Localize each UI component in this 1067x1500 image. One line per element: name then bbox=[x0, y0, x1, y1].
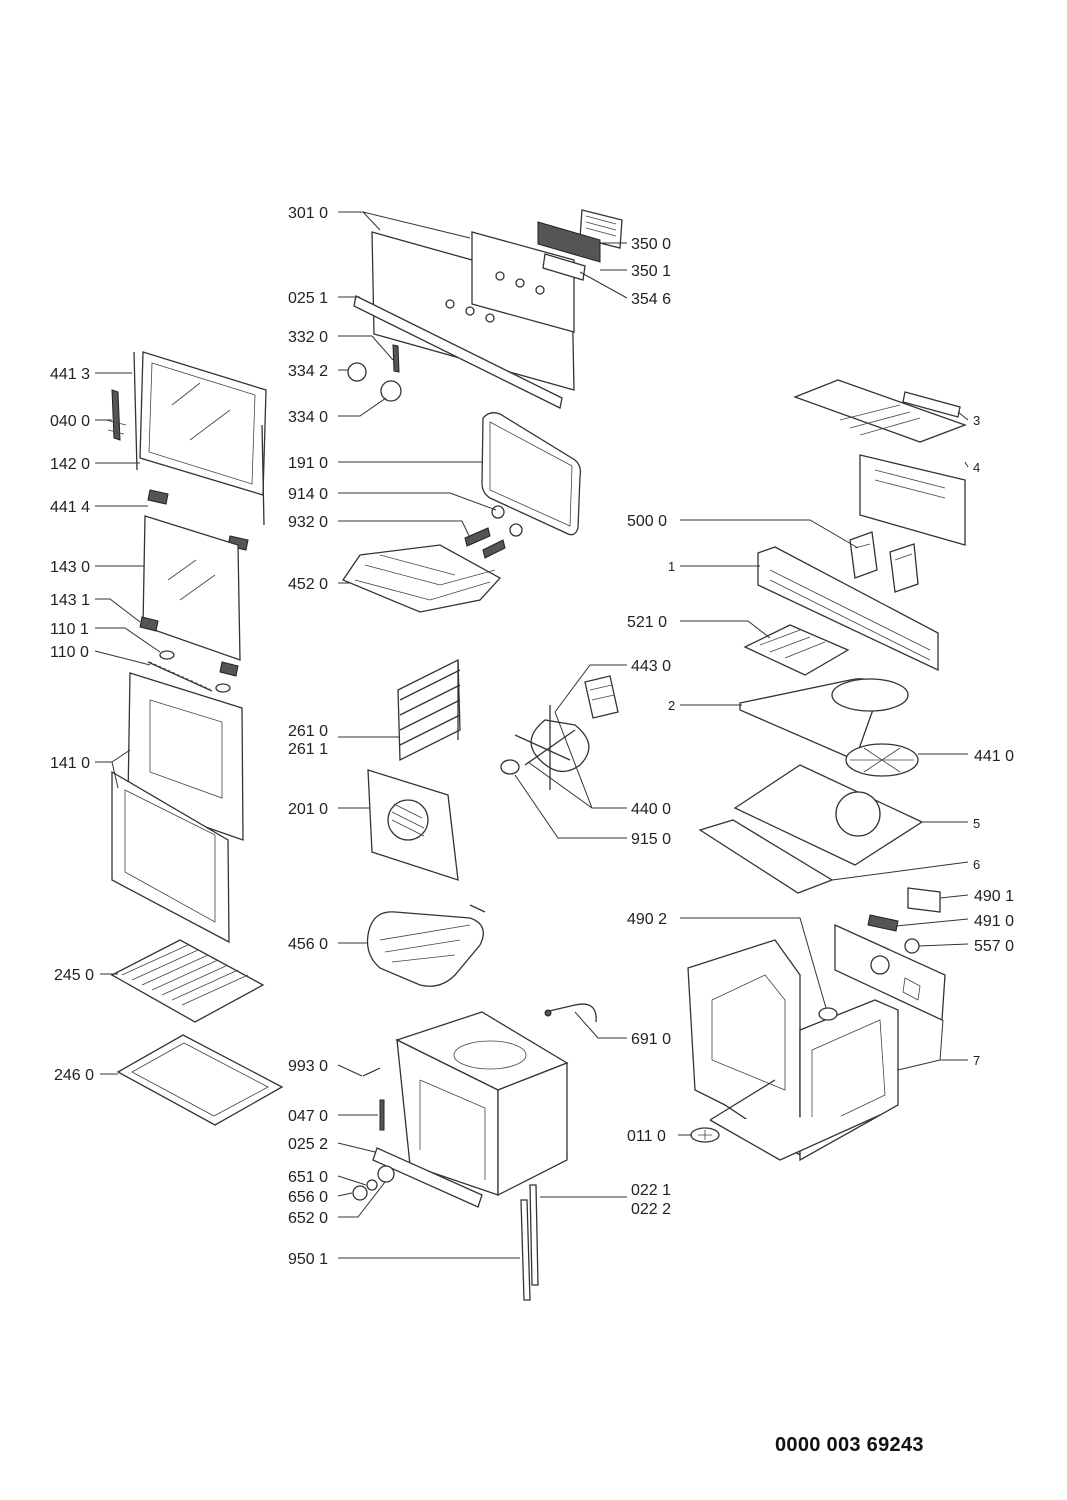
label-490-2: 490 2 bbox=[627, 911, 667, 928]
label-950-1: 950 1 bbox=[288, 1251, 328, 1268]
wire-shelf-part bbox=[110, 939, 265, 1023]
knob-part bbox=[347, 344, 402, 402]
label-491-0: 491 0 bbox=[974, 913, 1014, 930]
label-332-0: 332 0 bbox=[288, 329, 328, 346]
label-441-0: 441 0 bbox=[974, 748, 1014, 765]
glass-support-part bbox=[139, 616, 239, 693]
label-022-2: 022 2 bbox=[631, 1201, 671, 1218]
label-141-0: 141 0 bbox=[50, 755, 90, 772]
grill-element-part bbox=[342, 544, 502, 613]
shelf-rails-part bbox=[397, 658, 461, 762]
relay-module-part bbox=[849, 531, 919, 593]
label-047-0: 047 0 bbox=[288, 1108, 328, 1125]
leader-lines bbox=[94, 211, 969, 1259]
label-5: 5 bbox=[973, 816, 980, 831]
label-143-1: 143 1 bbox=[50, 592, 90, 609]
fan-cover-part bbox=[367, 769, 459, 881]
door-hinge-part bbox=[105, 389, 127, 441]
control-board-part bbox=[743, 624, 850, 676]
rear-panel-part bbox=[834, 923, 946, 1021]
display-module-part bbox=[537, 209, 623, 281]
door-seal-part bbox=[481, 412, 582, 536]
baking-tray-part bbox=[116, 1034, 284, 1126]
label-3: 3 bbox=[973, 413, 980, 428]
label-651-0: 651 0 bbox=[288, 1169, 328, 1186]
label-4: 4 bbox=[973, 460, 980, 475]
label-441-3: 441 3 bbox=[50, 366, 90, 383]
label-354-6: 354 6 bbox=[631, 291, 671, 308]
label-6: 6 bbox=[973, 857, 980, 872]
cooling-fan-part bbox=[845, 743, 919, 777]
terminal-blocks-part bbox=[690, 887, 941, 1143]
inner-glass-part bbox=[142, 515, 241, 661]
door-handle-part bbox=[147, 661, 213, 692]
label-261-1: 261 1 bbox=[288, 741, 328, 758]
label-334-2: 334 2 bbox=[288, 363, 328, 380]
label-334-0: 334 0 bbox=[288, 409, 328, 426]
lower-heating-element-part bbox=[366, 904, 486, 987]
cooling-duct-part bbox=[739, 678, 909, 761]
side-rail-part bbox=[520, 1184, 539, 1301]
label-443-0: 443 0 bbox=[631, 658, 671, 675]
thermostat-probe-part bbox=[544, 1003, 597, 1023]
label-245-0: 245 0 bbox=[54, 967, 94, 984]
label-350-1: 350 1 bbox=[631, 263, 671, 280]
label-142-0: 142 0 bbox=[50, 456, 90, 473]
fan-nuts-part bbox=[464, 505, 523, 559]
label-011-0: 011 0 bbox=[627, 1128, 666, 1145]
fan-motor-part bbox=[500, 675, 619, 790]
label-1: 1 bbox=[668, 559, 675, 574]
small-fittings-part bbox=[352, 1067, 395, 1201]
cavity-front-frame-part bbox=[372, 1147, 483, 1208]
label-350-0: 350 0 bbox=[631, 236, 671, 253]
label-914-0: 914 0 bbox=[288, 486, 328, 503]
label-993-0: 993 0 bbox=[288, 1058, 328, 1075]
label-932-0: 932 0 bbox=[288, 514, 328, 531]
label-025-2: 025 2 bbox=[288, 1136, 328, 1153]
outer-door-glass-part bbox=[111, 672, 244, 944]
label-440-0: 440 0 bbox=[631, 801, 671, 818]
front-frame-part bbox=[757, 546, 939, 672]
label-691-0: 691 0 bbox=[631, 1031, 671, 1048]
label-441-4: 441 4 bbox=[50, 499, 90, 516]
label-301-0: 301 0 bbox=[288, 205, 328, 222]
label-025-1: 025 1 bbox=[288, 290, 328, 307]
label-456-0: 456 0 bbox=[288, 936, 328, 953]
label-246-0: 246 0 bbox=[54, 1067, 94, 1084]
label-500-0: 500 0 bbox=[627, 513, 667, 530]
label-915-0: 915 0 bbox=[631, 831, 671, 848]
document-number: 0000 003 69243 bbox=[775, 1434, 924, 1456]
oven-cavity-part bbox=[395, 1011, 569, 1197]
label-022-1: 022 1 bbox=[631, 1182, 671, 1199]
label-652-0: 652 0 bbox=[288, 1210, 328, 1227]
part-number-labels: 301 0 350 0 350 1 354 6 025 1 332 0 334 … bbox=[50, 205, 1014, 1268]
label-110-1: 110 1 bbox=[50, 621, 89, 638]
label-452-0: 452 0 bbox=[288, 576, 328, 593]
label-110-0: 110 0 bbox=[50, 644, 89, 661]
outer-casing-part bbox=[687, 939, 899, 1162]
top-panel-part bbox=[793, 379, 967, 546]
label-7: 7 bbox=[973, 1053, 980, 1068]
label-656-0: 656 0 bbox=[288, 1189, 328, 1206]
label-191-0: 191 0 bbox=[288, 455, 328, 472]
outer-door-frame-part bbox=[133, 351, 267, 526]
label-261-0: 261 0 bbox=[288, 723, 328, 740]
label-490-1: 490 1 bbox=[974, 888, 1014, 905]
label-040-0: 040 0 bbox=[50, 413, 90, 430]
label-201-0: 201 0 bbox=[288, 801, 328, 818]
label-2: 2 bbox=[668, 698, 675, 713]
label-143-0: 143 0 bbox=[50, 559, 90, 576]
label-557-0: 557 0 bbox=[974, 938, 1014, 955]
label-521-0: 521 0 bbox=[627, 614, 667, 631]
